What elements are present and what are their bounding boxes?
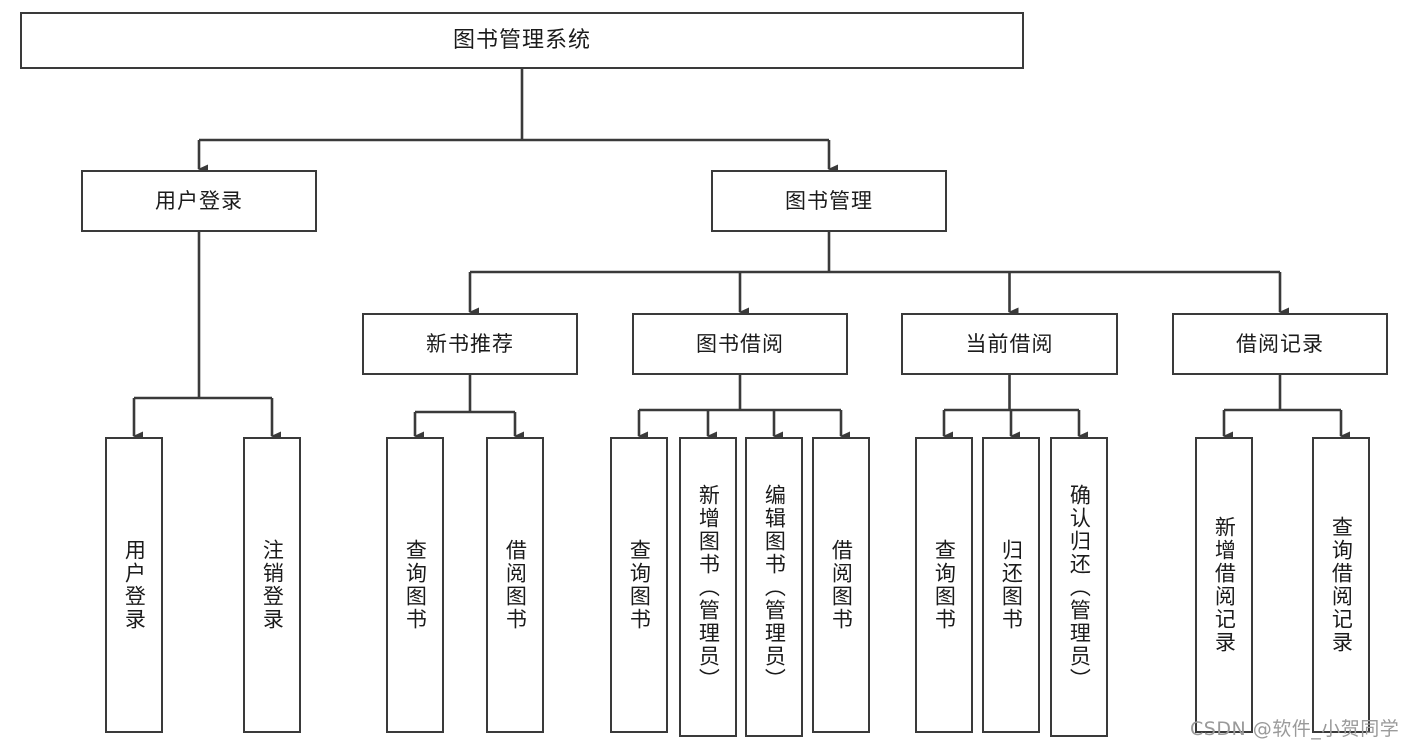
node-label-leaf-current-return: 归还图书 <box>999 539 1024 631</box>
node-leaf-borrow-edit[interactable]: 编辑图书（管理员） <box>745 437 803 737</box>
node-label-bookmgmt: 图书管理 <box>785 188 873 213</box>
node-leaf-current-return[interactable]: 归还图书 <box>982 437 1040 733</box>
node-leaf-current-confirm[interactable]: 确认归还（管理员） <box>1050 437 1108 737</box>
node-leaf-records-add[interactable]: 新增借阅记录 <box>1195 437 1253 733</box>
node-records[interactable]: 借阅记录 <box>1172 313 1388 375</box>
node-newbook[interactable]: 新书推荐 <box>362 313 578 375</box>
node-leaf-current-query[interactable]: 查询图书 <box>915 437 973 733</box>
node-label-leaf-newbook-query: 查询图书 <box>403 539 428 631</box>
node-label-newbook: 新书推荐 <box>426 331 514 356</box>
node-current[interactable]: 当前借阅 <box>901 313 1118 375</box>
node-bookmgmt[interactable]: 图书管理 <box>711 170 947 232</box>
node-borrow[interactable]: 图书借阅 <box>632 313 848 375</box>
node-label-borrow: 图书借阅 <box>696 331 784 356</box>
node-label-leaf-newbook-borrow: 借阅图书 <box>503 539 528 631</box>
node-label-root: 图书管理系统 <box>452 27 591 53</box>
node-label-leaf-borrow-lend: 借阅图书 <box>829 539 854 631</box>
node-label-leaf-current-query: 查询图书 <box>932 539 957 631</box>
node-label-leaf-borrow-query: 查询图书 <box>627 539 652 631</box>
node-leaf-newbook-query[interactable]: 查询图书 <box>386 437 444 733</box>
node-login[interactable]: 用户登录 <box>81 170 317 232</box>
node-label-leaf-user-login: 用户登录 <box>122 539 147 631</box>
node-label-login: 用户登录 <box>155 188 243 213</box>
node-label-leaf-current-confirm: 确认归还（管理员） <box>1067 483 1092 691</box>
node-leaf-borrow-add[interactable]: 新增图书（管理员） <box>679 437 737 737</box>
node-leaf-user-logout[interactable]: 注销登录 <box>243 437 301 733</box>
node-leaf-newbook-borrow[interactable]: 借阅图书 <box>486 437 544 733</box>
node-label-leaf-borrow-add: 新增图书（管理员） <box>696 483 721 691</box>
watermark: CSDN @软件_小贺同学 <box>1190 718 1400 740</box>
node-leaf-records-query[interactable]: 查询借阅记录 <box>1312 437 1370 733</box>
node-leaf-borrow-lend[interactable]: 借阅图书 <box>812 437 870 733</box>
node-label-leaf-records-query: 查询借阅记录 <box>1329 516 1354 654</box>
node-label-leaf-records-add: 新增借阅记录 <box>1212 516 1237 654</box>
node-label-leaf-borrow-edit: 编辑图书（管理员） <box>762 483 787 691</box>
node-leaf-borrow-query[interactable]: 查询图书 <box>610 437 668 733</box>
node-root[interactable]: 图书管理系统 <box>20 12 1024 69</box>
node-label-records: 借阅记录 <box>1236 331 1324 356</box>
node-leaf-user-login[interactable]: 用户登录 <box>105 437 163 733</box>
node-label-leaf-user-logout: 注销登录 <box>260 539 285 631</box>
node-label-current: 当前借阅 <box>965 331 1054 356</box>
